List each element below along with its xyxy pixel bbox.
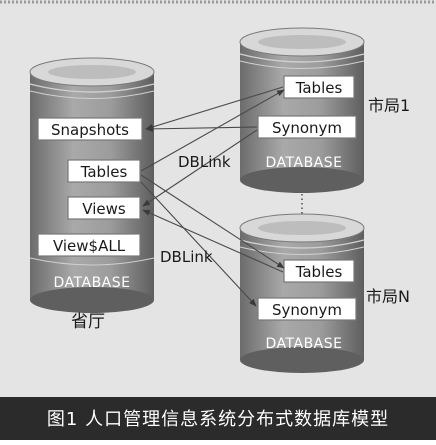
province-item-tables-label: Tables: [80, 163, 128, 181]
arrow-city1-tables-to-province-snapshots: [145, 86, 284, 130]
arrow-province-tables-to-city1-tables: [140, 89, 285, 172]
province-item-tables: Tables: [67, 159, 141, 183]
province-db-label: DATABASE: [54, 275, 131, 291]
city-bottom-item-synonym-label: Synonym: [272, 301, 342, 319]
city-top-item-synonym-label: Synonym: [272, 119, 342, 137]
figure-caption: 图1 人口管理信息系统分布式数据库模型: [47, 409, 389, 430]
arrow-province-tables-to-cityN-synonym: [140, 181, 257, 307]
dblink-label-bottom: DBLink: [160, 248, 213, 266]
city-bottom-item-tables: Tables: [283, 259, 355, 283]
province-item-views: Views: [67, 196, 141, 220]
province-database-cylinder: [29, 57, 155, 313]
city-top-item-tables-label: Tables: [295, 79, 343, 97]
city-top-database-cylinder: [239, 27, 365, 193]
province-item-snapshots-label: Snapshots: [51, 121, 129, 139]
caption-svg: 图1 人口管理信息系统分布式数据库模型: [47, 409, 389, 430]
province-label: 省厅: [71, 312, 105, 332]
arrow-cityN-tables-to-province-views: [142, 209, 284, 273]
city-top-item-tables: Tables: [283, 75, 355, 99]
city-top-label: 市局1: [368, 96, 410, 115]
province-item-view-all-label: View$ALL: [53, 237, 126, 255]
arrow-province-tables-to-cityN-tables: [140, 174, 285, 269]
caption-bar: 图1 人口管理信息系统分布式数据库模型: [0, 397, 436, 440]
city-top-db-label: DATABASE: [266, 155, 343, 171]
city-bottom-item-tables-label: Tables: [295, 263, 343, 281]
city-bottom-label: 市局N: [366, 287, 410, 306]
city-bottom-database-cylinder: [239, 213, 365, 373]
dblink-label-top: DBLink: [178, 153, 231, 171]
city-bottom-db-label: DATABASE: [266, 336, 343, 352]
arrow-city1-synonym-to-province-views: [142, 129, 258, 207]
province-item-view-all: View$ALL: [37, 233, 141, 257]
city-bottom-item-synonym: Synonym: [257, 297, 357, 321]
province-item-views-label: Views: [82, 200, 126, 218]
province-item-snapshots: Snapshots: [37, 117, 143, 141]
arrow-city1-synonym-to-province-snapshots: [145, 125, 258, 132]
city-top-item-synonym: Synonym: [257, 115, 357, 139]
